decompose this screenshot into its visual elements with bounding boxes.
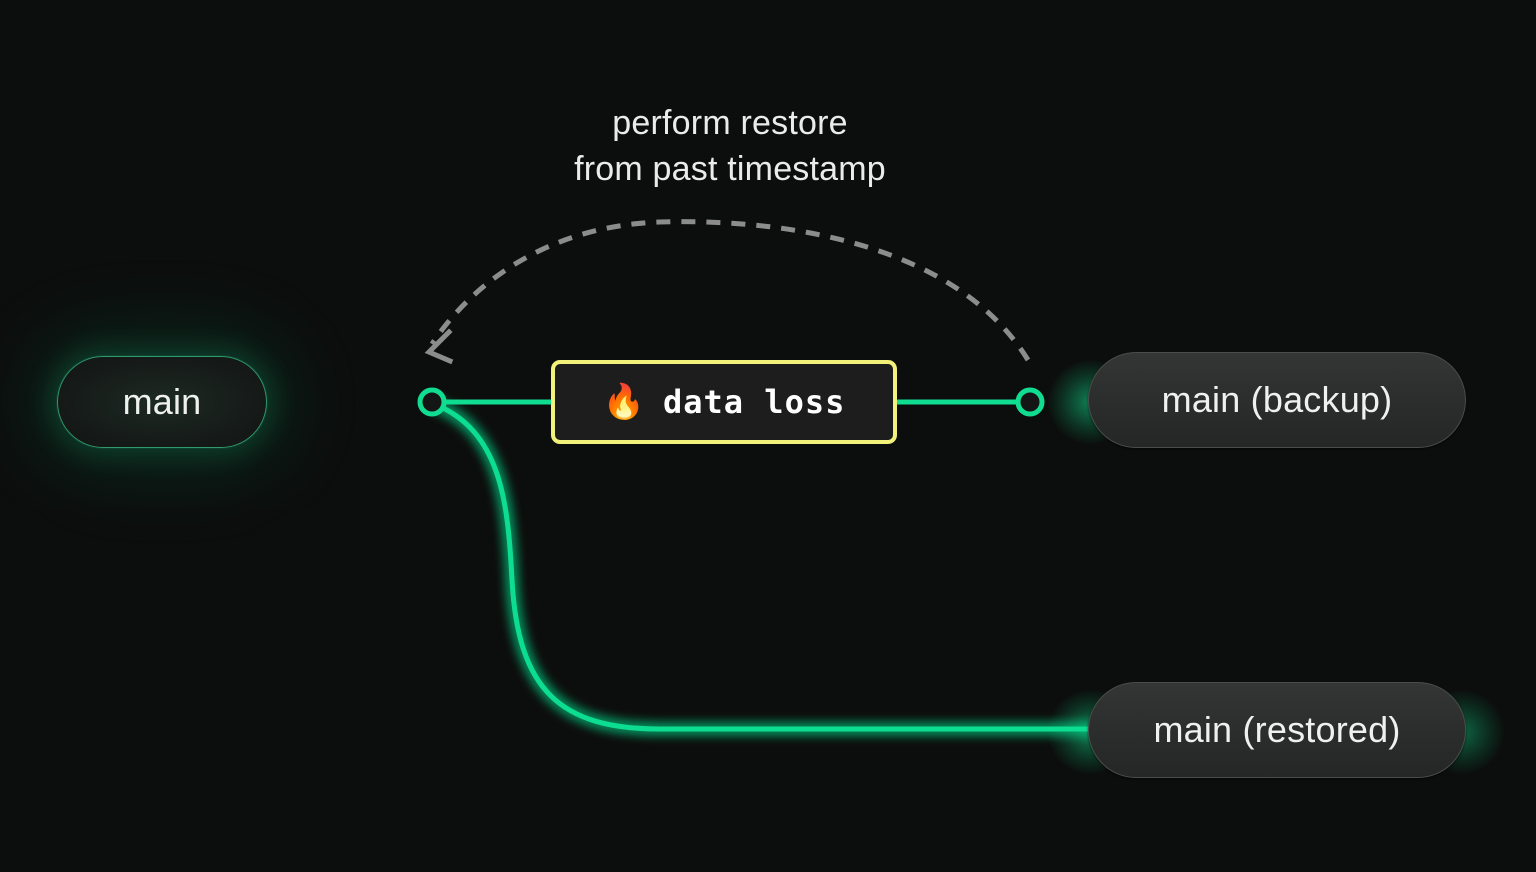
edge-branch-to-restored [431, 401, 1095, 732]
node-main-restored-label: main (restored) [1153, 709, 1401, 750]
node-main-restored[interactable]: main (restored) [1088, 682, 1466, 778]
node-main[interactable]: main [57, 356, 267, 448]
node-main-backup-label: main (backup) [1161, 379, 1393, 420]
data-loss-event[interactable]: 🔥 data loss [551, 360, 897, 444]
node-main-label: main [122, 381, 202, 422]
commit-node-right[interactable] [1015, 387, 1045, 417]
commit-node-left[interactable] [417, 387, 447, 417]
fire-icon: 🔥 [602, 383, 645, 421]
restore-arrowhead-icon [424, 328, 454, 365]
restore-arrow-path [429, 219, 1031, 362]
data-loss-label: data loss [662, 383, 846, 421]
node-main-backup[interactable]: main (backup) [1088, 352, 1466, 448]
